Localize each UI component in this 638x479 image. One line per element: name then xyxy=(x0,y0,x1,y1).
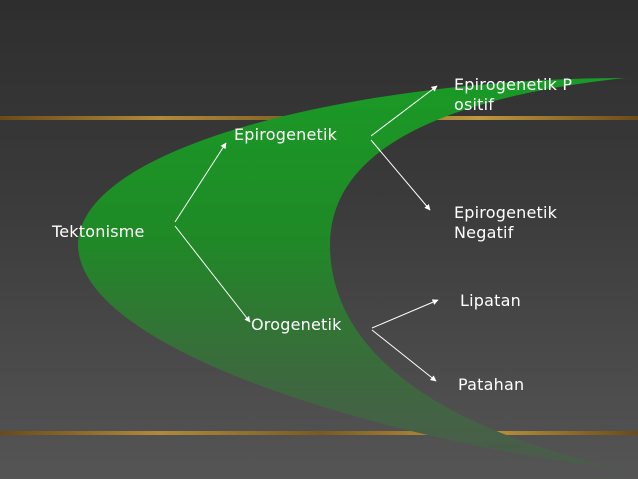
node-epirogenetik-positif-label: Epirogenetik P ositif xyxy=(454,75,573,114)
arrow-epirogenetik-to-positif xyxy=(370,85,438,137)
arrow-orogenetik-to-patahan xyxy=(371,329,437,382)
arrow-root-to-epirogenetik xyxy=(174,142,227,223)
arrow-root-to-orogenetik xyxy=(174,225,251,323)
node-orogenetik-label: Orogenetik xyxy=(251,315,342,334)
node-epirogenetik-label: Epirogenetik xyxy=(234,125,338,144)
node-lipatan-label: Lipatan xyxy=(460,291,521,310)
arrow-orogenetik-to-lipatan xyxy=(371,299,439,329)
node-patahan-label: Patahan xyxy=(458,375,525,394)
node-root-label: Tektonisme xyxy=(52,222,145,241)
node-epirogenetik-negatif-label: Epirogenetik Negatif xyxy=(454,203,558,242)
arrow-epirogenetik-to-negatif xyxy=(370,139,431,211)
crescent-shape xyxy=(78,78,625,470)
stripe-bottom xyxy=(0,431,638,435)
